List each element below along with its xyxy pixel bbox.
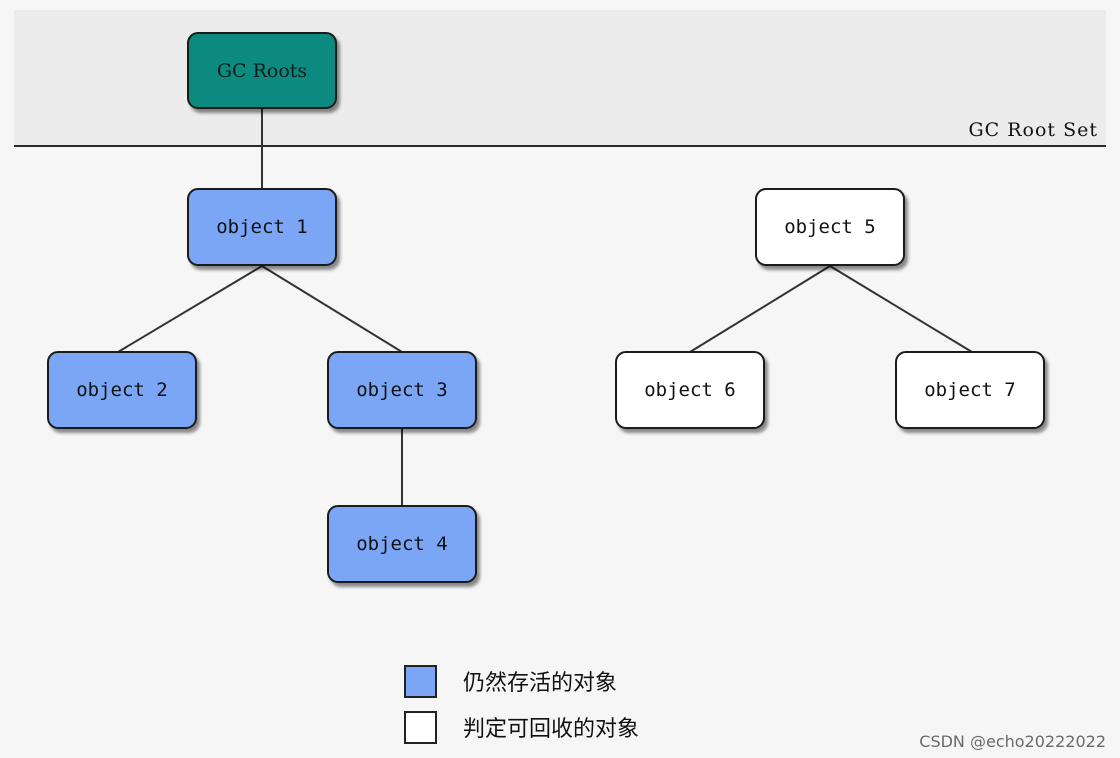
- legend-swatch-dead: [404, 710, 437, 744]
- object-6-node: object 6: [615, 351, 765, 429]
- object-5-node: object 5: [755, 188, 905, 266]
- legend-label-live: 仍然存活的对象: [463, 671, 618, 696]
- object-3-node: object 3: [327, 351, 477, 429]
- legend-swatch-live: [404, 664, 437, 698]
- edge-object5-object6: [689, 265, 831, 353]
- gc-roots-node: GC Roots: [187, 32, 337, 109]
- watermark: CSDN @echo20222022: [919, 732, 1106, 751]
- object-2-node: object 2: [47, 351, 197, 429]
- legend: 仍然存活的对象 判定可回收的对象: [404, 660, 639, 752]
- edge-object5-object7: [829, 265, 973, 353]
- gc-root-set-divider: [14, 145, 1106, 147]
- object-4-node: object 4: [327, 505, 477, 583]
- legend-item-dead: 判定可回收的对象: [404, 706, 639, 748]
- object-7-node: object 7: [895, 351, 1045, 429]
- object-1-node: object 1: [187, 188, 337, 266]
- edge-object1-object3: [261, 265, 403, 353]
- legend-label-dead: 判定可回收的对象: [463, 717, 640, 742]
- edge-object1-object2: [117, 265, 263, 353]
- legend-item-live: 仍然存活的对象: [404, 660, 639, 702]
- gc-root-set-label: GC Root Set: [968, 119, 1098, 141]
